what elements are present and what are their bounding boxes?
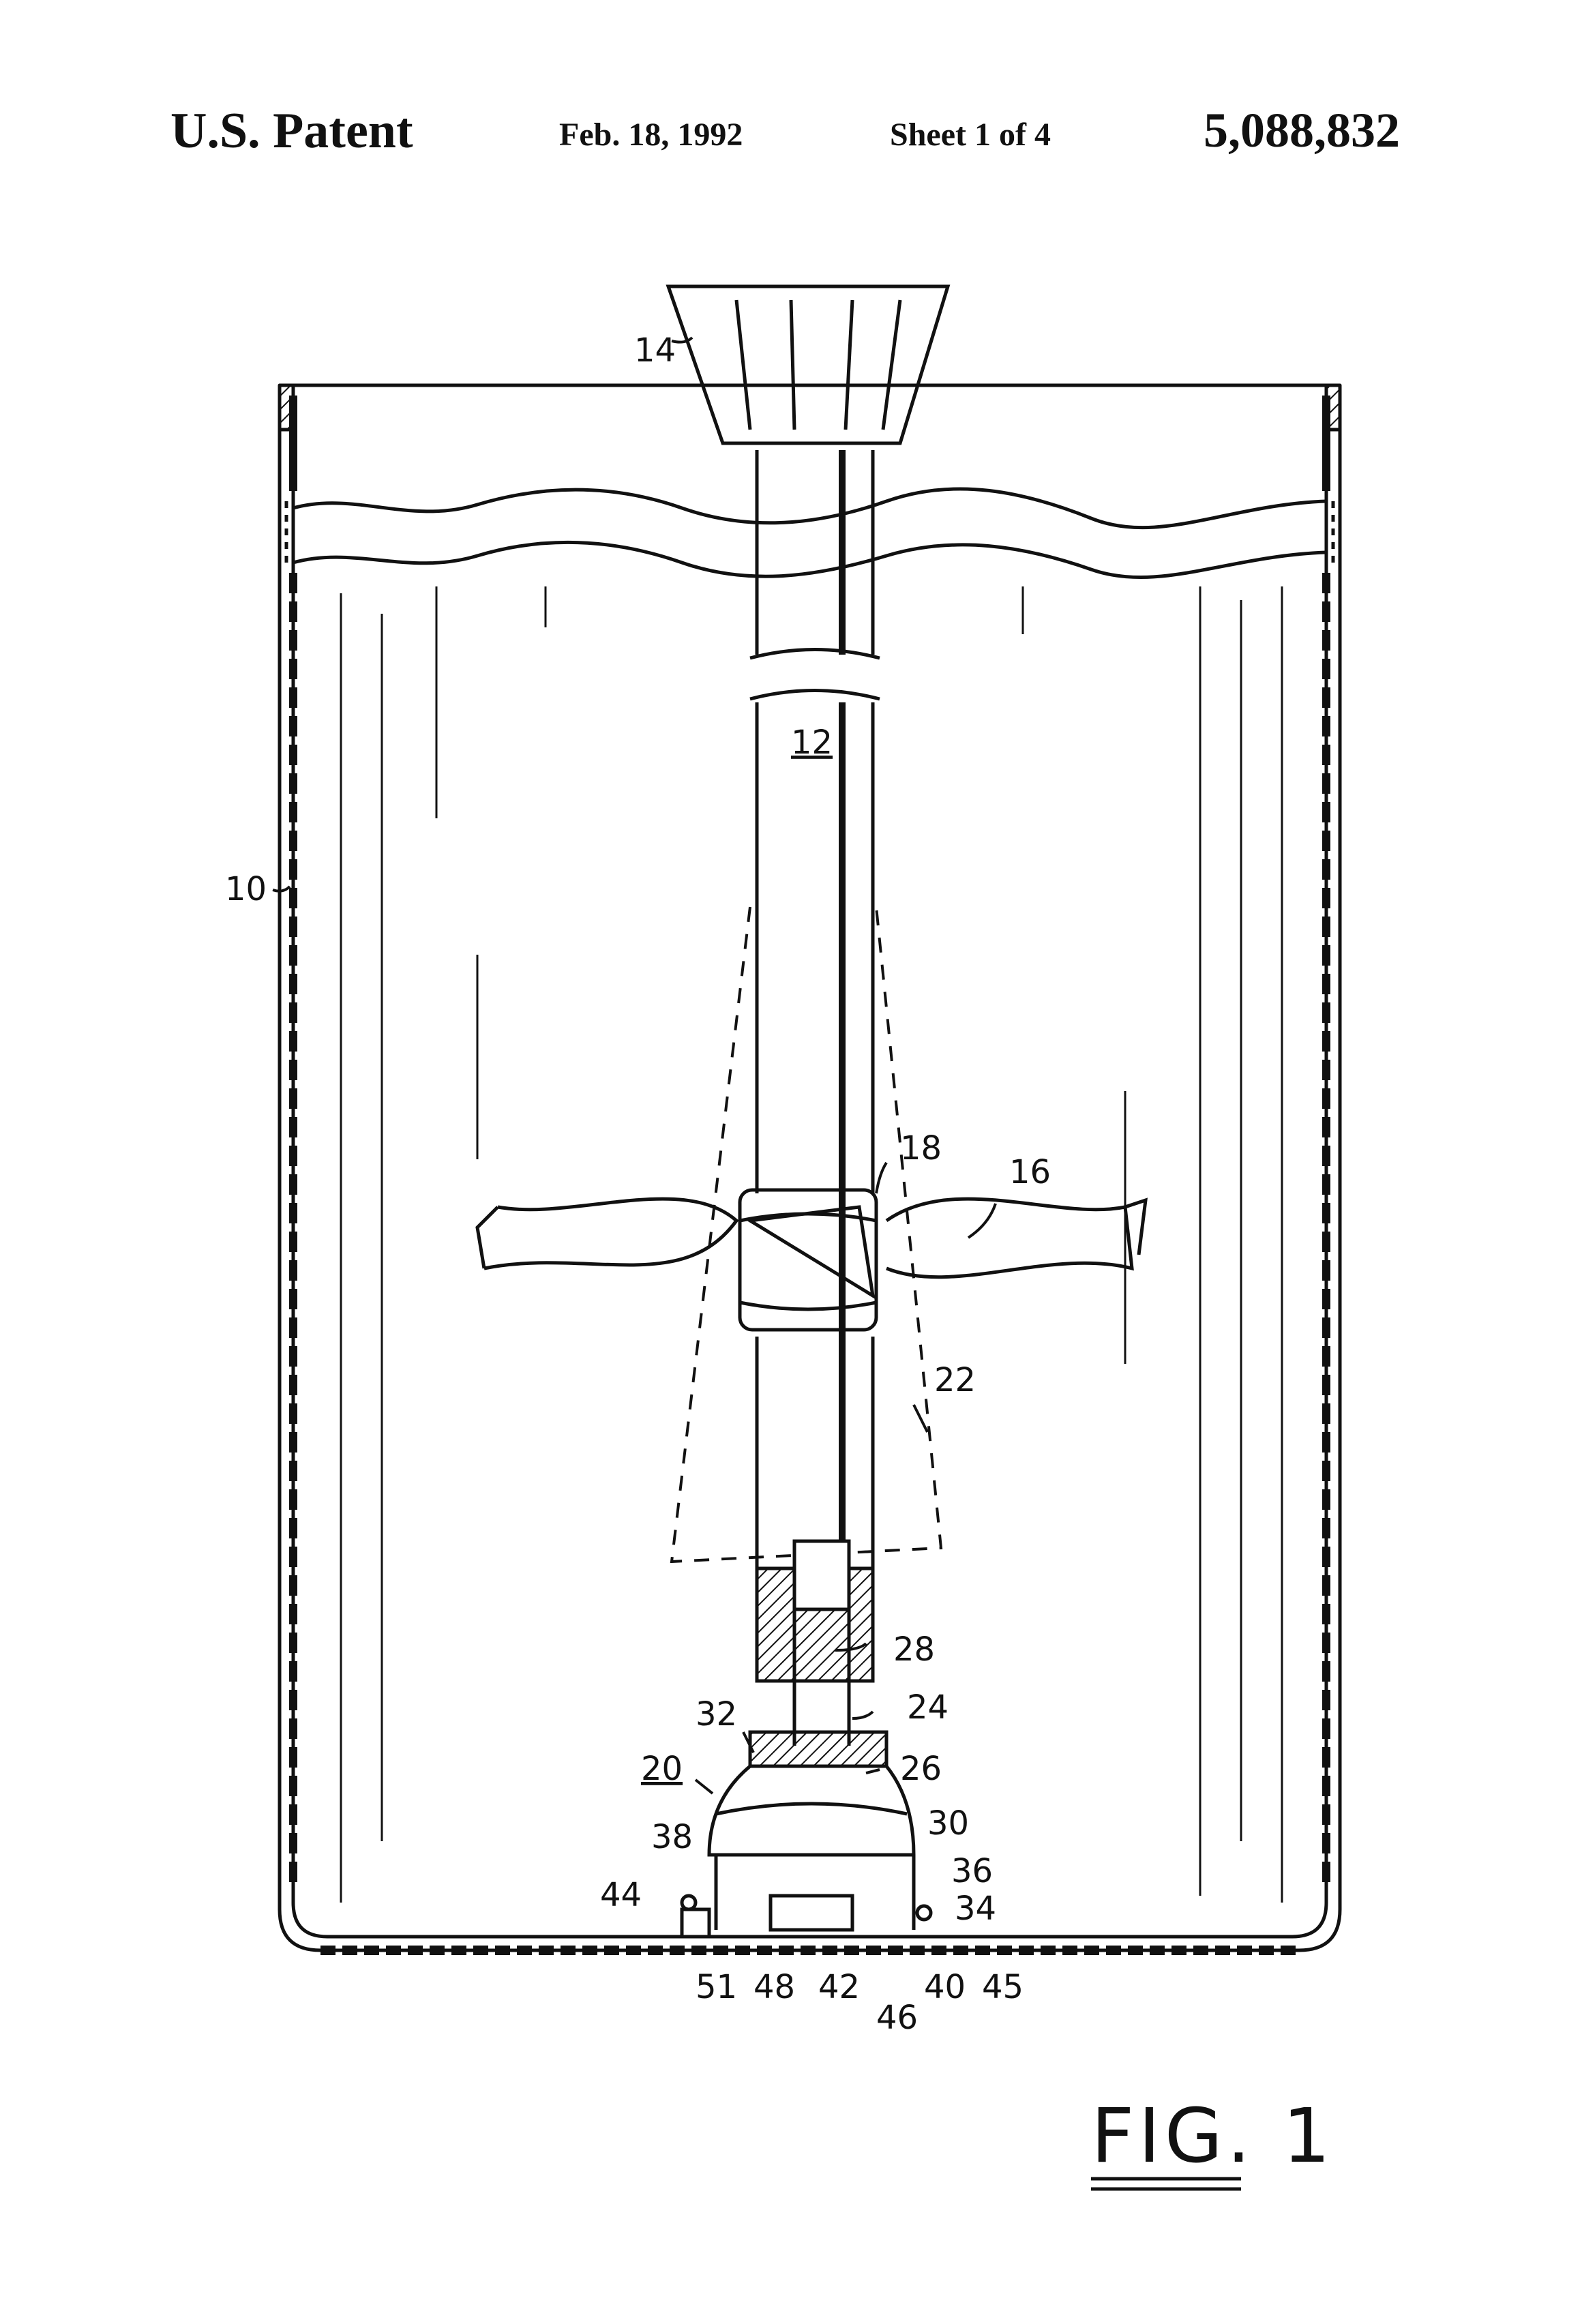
ref-42: 42: [818, 1968, 860, 2006]
ref-46: 46: [876, 1999, 918, 2037]
ref-36: 36: [951, 1852, 993, 1890]
ref-45: 45: [982, 1968, 1024, 2006]
shaft: [750, 450, 880, 1575]
ref-12: 12: [791, 724, 833, 762]
ref-32: 32: [696, 1695, 737, 1733]
ref-22: 22: [934, 1361, 976, 1399]
ref-20: 20: [641, 1750, 683, 1788]
ref-10: 10: [225, 870, 267, 908]
reference-numerals: 10 12 14 16 18 20 22 24 26 28 30 32 34 3…: [225, 331, 1051, 2037]
ref-40: 40: [924, 1968, 966, 2006]
fig-label: FIG. 1: [1091, 2092, 1334, 2179]
break-lines: [286, 489, 1333, 578]
ref-51: 51: [696, 1968, 737, 2006]
ref-28: 28: [893, 1630, 935, 1669]
ref-38: 38: [651, 1818, 693, 1856]
dashed-envelope-22: [672, 907, 941, 1562]
ref-14: 14: [634, 331, 676, 370]
lower-assembly: [682, 1541, 931, 1937]
ref-18: 18: [900, 1129, 942, 1167]
vessel: [280, 385, 1340, 1950]
ref-30: 30: [927, 1804, 969, 1843]
figure-label: FIG. 1: [1091, 2092, 1334, 2189]
ref-48: 48: [753, 1968, 795, 2006]
ref-24: 24: [907, 1688, 949, 1727]
impeller-16: [477, 1190, 1146, 1330]
ref-26: 26: [900, 1750, 942, 1788]
ref-44: 44: [600, 1876, 642, 1914]
coupling-14: [668, 286, 948, 443]
ref-34: 34: [955, 1890, 996, 1928]
ref-16: 16: [1009, 1153, 1051, 1191]
